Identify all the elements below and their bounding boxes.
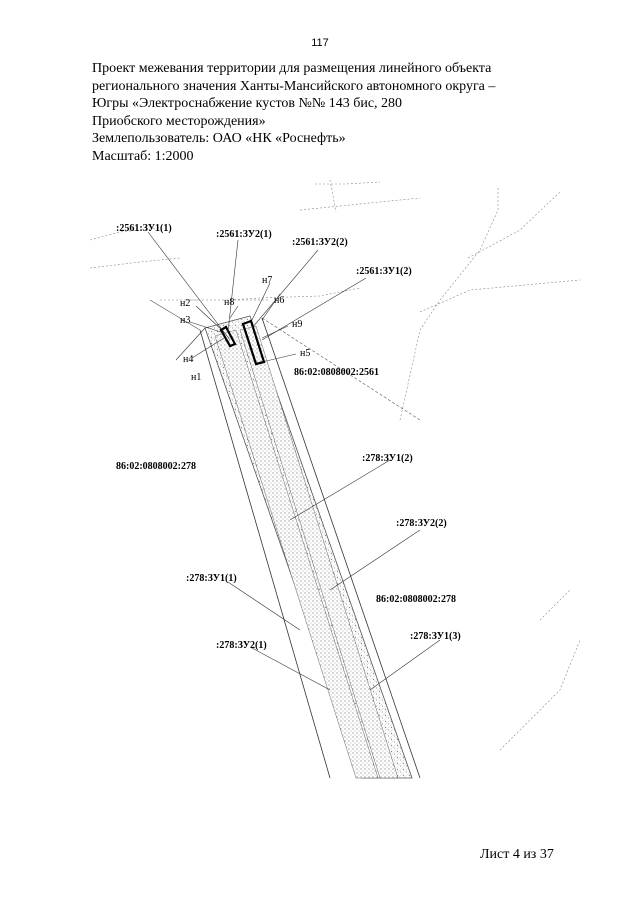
- header-line: Югры «Электроснабжение кустов №№ 143 бис…: [92, 96, 403, 112]
- label-2561-zu1-2: :2561:ЗУ1(2): [356, 266, 412, 277]
- header-line: Землепользователь: ОАО «НК «Роснефть»: [92, 131, 346, 147]
- point-n9: н9: [292, 319, 302, 330]
- plot-labels: :2561:ЗУ1(1) :2561:ЗУ2(1) :2561:ЗУ2(2) :…: [116, 223, 461, 651]
- document-header: Проект межевания территории для размещен…: [92, 60, 552, 166]
- point-labels: н2 н3 н4 н1 н8 н7 н6 н9 н5: [180, 275, 310, 383]
- boundary-lines: [89, 179, 581, 751]
- point-n7: н7: [262, 275, 272, 286]
- point-n6: н6: [274, 295, 284, 306]
- cadastral-2561: 86:02:0808002:2561: [294, 367, 379, 378]
- point-n8: н8: [224, 297, 234, 308]
- cadastral-278-right: 86:02:0808002:278: [376, 594, 456, 605]
- point-n1: н1: [191, 372, 201, 383]
- label-278-zu1-2: :278:ЗУ1(2): [362, 453, 413, 464]
- label-278-zu1-3: :278:ЗУ1(3): [410, 631, 461, 642]
- cadastral-labels: 86:02:0808002:2561 86:02:0808002:278 86:…: [116, 367, 456, 605]
- label-2561-zu2-1: :2561:ЗУ2(1): [216, 229, 272, 240]
- label-2561-zu2-2: :2561:ЗУ2(2): [292, 237, 348, 248]
- label-2561-zu1-1: :2561:ЗУ1(1): [116, 223, 172, 234]
- header-line: Проект межевания территории для размещен…: [92, 61, 492, 76]
- point-n2: н2: [180, 298, 190, 309]
- cadastral-278-left: 86:02:0808002:278: [116, 461, 196, 472]
- point-n4: н4: [183, 354, 193, 365]
- header-line: Масштаб: 1:2000: [92, 148, 194, 164]
- point-n5: н5: [300, 348, 310, 359]
- leader-lines: [147, 231, 441, 691]
- header-line: регионального значения Ханты-Мансийского…: [92, 78, 496, 94]
- label-278-zu2-2: :278:ЗУ2(2): [396, 518, 447, 529]
- label-278-zu2-1: :278:ЗУ2(1): [216, 640, 267, 651]
- label-278-zu1-1: :278:ЗУ1(1): [186, 573, 237, 584]
- point-markers: [219, 319, 266, 364]
- road-corridor: [149, 299, 421, 779]
- sheet-number: Лист 4 из 37: [480, 847, 554, 862]
- header-line: Приобского месторождения»: [92, 113, 266, 129]
- page-number: 117: [311, 37, 329, 49]
- point-n3: н3: [180, 315, 190, 326]
